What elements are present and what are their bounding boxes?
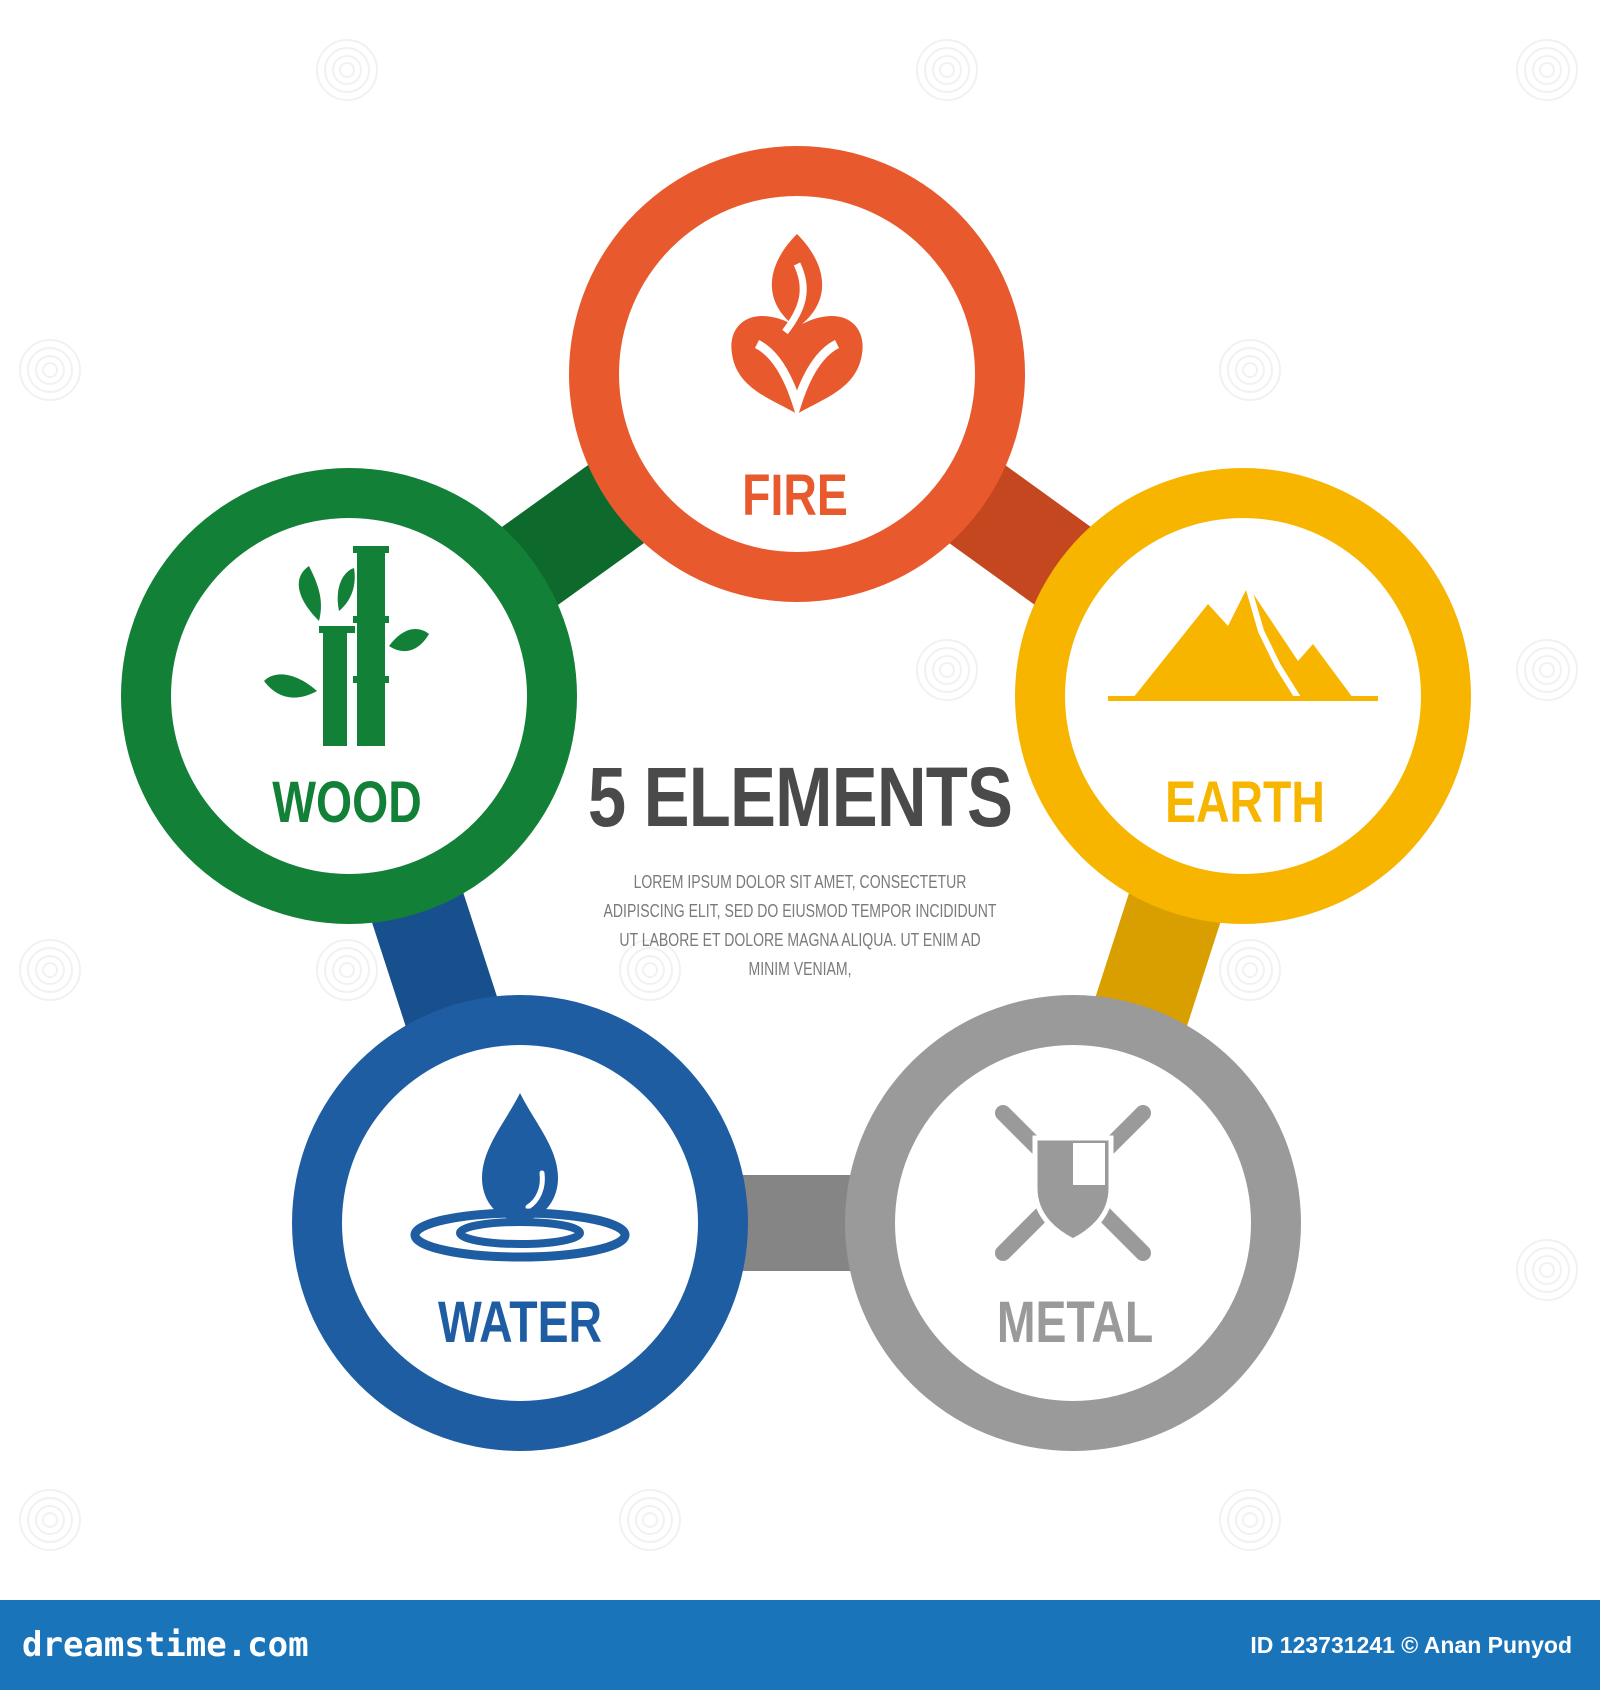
water-drop-icon — [410, 1093, 630, 1262]
element-metal[interactable]: METAL — [845, 995, 1301, 1451]
watermark-swirl — [316, 39, 378, 101]
footer-credit: ID 123731241 © Anan Punyod — [1250, 1631, 1572, 1658]
five-elements-diagram: FIRE EARTH METAL WATER WOOD — [19, 39, 1578, 1551]
watermark-swirl — [19, 339, 81, 401]
watermark-swirl — [916, 39, 978, 101]
watermark-swirl — [1219, 1489, 1281, 1551]
footer-brand[interactable]: dreamstime.com — [22, 1625, 309, 1665]
flame-icon — [731, 234, 863, 419]
watermark-swirl — [1219, 339, 1281, 401]
watermark-swirl — [19, 1489, 81, 1551]
crossed-swords-shield-icon — [995, 1105, 1151, 1261]
element-wood[interactable]: WOOD — [121, 468, 577, 924]
water-label: WATER — [438, 1290, 602, 1355]
footer-bar: dreamstime.com ID 123731241 © Anan Punyo… — [0, 1600, 1600, 1690]
watermark-swirl — [1516, 1239, 1578, 1301]
watermark-swirl — [316, 939, 378, 1001]
watermark-swirl — [1219, 939, 1281, 1001]
earth-label: EARTH — [1165, 770, 1325, 835]
mountain-icon — [1108, 585, 1378, 701]
element-water[interactable]: WATER — [292, 995, 748, 1451]
wood-ring-center — [171, 518, 527, 874]
watermark-swirl — [19, 939, 81, 1001]
element-earth[interactable]: EARTH — [1015, 468, 1471, 924]
watermark-swirl — [1516, 39, 1578, 101]
fire-label: FIRE — [742, 463, 848, 528]
watermark-swirl — [1516, 639, 1578, 701]
metal-label: METAL — [997, 1290, 1153, 1355]
center-title: 5 ELEMENTS — [587, 750, 1013, 844]
center-description: LOREM IPSUM DOLOR SIT AMET, CONSECTETUR … — [603, 872, 997, 979]
watermark-swirl — [619, 939, 681, 1001]
watermark-swirl — [916, 639, 978, 701]
watermark-swirl — [619, 1489, 681, 1551]
element-fire[interactable]: FIRE — [569, 146, 1025, 602]
bamboo-icon — [264, 546, 429, 746]
wood-label: WOOD — [272, 770, 421, 835]
